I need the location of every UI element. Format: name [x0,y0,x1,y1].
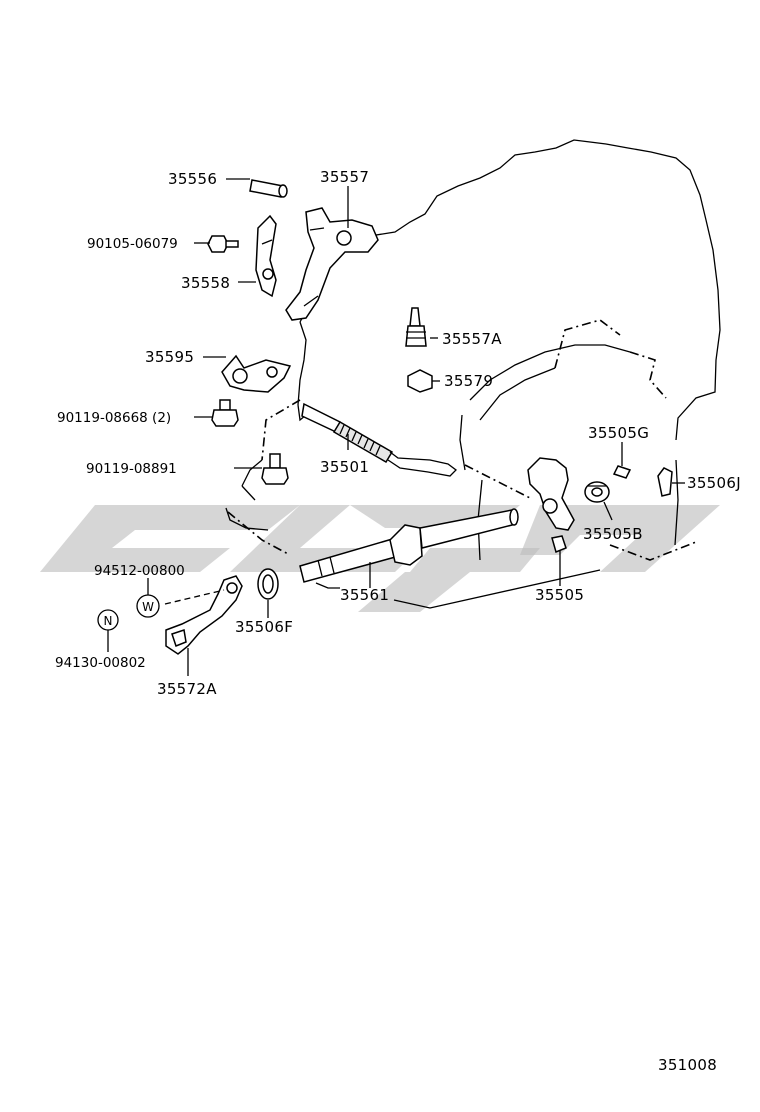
bolt-90105 [207,235,239,253]
label-90119-08891: 90119-08891 [86,461,177,477]
label-35505B: 35505B [583,525,643,543]
bushing-35505B [584,481,610,503]
transmission-case-outline [225,139,721,561]
label-94130-00802: 94130-00802 [55,655,146,671]
label-35595: 35595 [145,348,194,366]
svg-text:N: N [104,614,113,628]
label-35506J: 35506J [687,474,741,492]
sensor-35579 [407,369,433,393]
label-90119-08668: 90119-08668 (2) [57,410,171,426]
seal-35506F [257,568,279,600]
label-35557A: 35557A [442,330,502,348]
pin-35505G [612,465,632,479]
label-94512-00800: 94512-00800 [94,563,185,579]
label-35501: 35501 [320,458,369,476]
callout-labels: 35556 35557 90105-06079 35558 35557A 355… [55,168,741,1074]
cable-35501 [301,402,457,477]
bracket-35558 [255,214,277,298]
label-35505: 35505 [535,586,584,604]
label-35505G: 35505G [588,424,649,442]
label-35572A: 35572A [157,680,217,698]
pin-35556 [249,179,288,198]
lever-35557 [285,207,379,321]
label-35557: 35557 [320,168,369,186]
bracket-35595 [221,354,292,393]
label-35561: 35561 [340,586,389,604]
diagram-id: 351008 [658,1056,717,1074]
label-35579: 35579 [444,372,493,390]
plug-35557A [405,307,427,347]
clip-35506J [657,467,673,497]
washer-symbol: W [136,594,160,618]
label-35506F: 35506F [235,618,293,636]
shaft-35561 [299,508,519,583]
bolt-90119-08668 [211,399,239,427]
label-35558: 35558 [181,274,230,292]
label-35556: 35556 [168,170,217,188]
lever-35572A [165,575,243,655]
lever-35505 [527,457,575,554]
nut-symbol: N [97,609,119,631]
bolt-90119-08891 [261,453,289,485]
label-90105-06079: 90105-06079 [87,236,178,252]
svg-text:W: W [142,600,154,614]
leader-lines [107,178,685,676]
